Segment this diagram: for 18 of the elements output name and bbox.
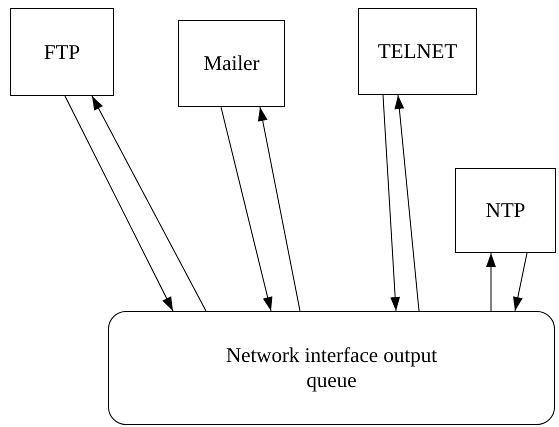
box-label: FTP [44, 40, 80, 64]
arrow [394, 94, 420, 312]
process-box [455, 168, 556, 253]
box-label: TELNET [378, 39, 458, 64]
arrow [64, 96, 174, 312]
box-label: Mailer [204, 51, 260, 76]
process-box [358, 8, 477, 95]
process-box [10, 8, 114, 96]
arrow [258, 106, 300, 312]
arrow [513, 252, 528, 312]
box-label: NTP [486, 198, 526, 223]
process-box [178, 20, 285, 107]
arrow [382, 94, 400, 312]
arrow [486, 252, 496, 312]
arrow [220, 106, 272, 312]
arrow [92, 96, 206, 312]
process-box [108, 311, 555, 425]
box-label: Network interface output queue [224, 343, 438, 393]
